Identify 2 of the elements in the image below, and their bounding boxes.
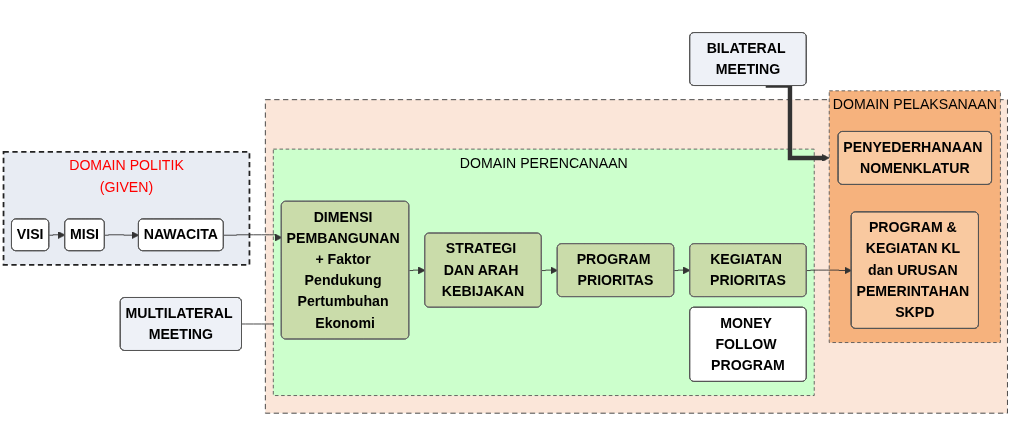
cluster (264, 99, 1008, 414)
connector (241, 323, 274, 325)
